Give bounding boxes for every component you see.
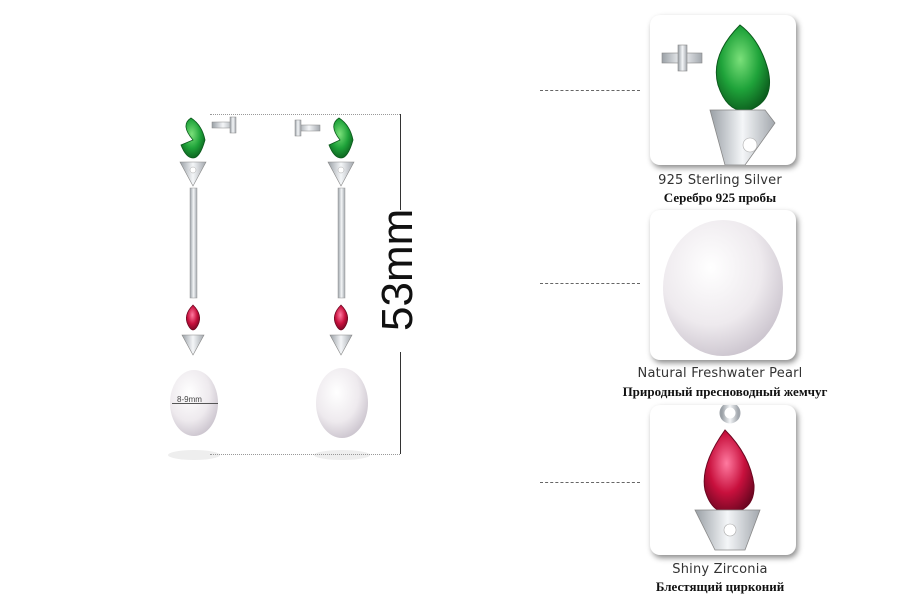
feature-panel-zirconia bbox=[650, 405, 796, 555]
dimension-height-label: 53mm bbox=[373, 208, 422, 331]
leader-line-silver bbox=[540, 90, 640, 91]
dimension-vertical-line-bottom bbox=[400, 352, 401, 454]
feature-name-ru-pearl: Природный пресноводный жемчуг bbox=[622, 384, 828, 399]
feature-name-en-pearl: Natural Freshwater Pearl bbox=[637, 366, 803, 381]
right-earring bbox=[294, 117, 370, 460]
left-earring bbox=[168, 116, 237, 460]
pearl-size-label: 8-9mm bbox=[177, 395, 202, 404]
dimension-vertical-line-top bbox=[400, 114, 401, 210]
pearl-icon bbox=[663, 220, 783, 356]
earrings-product-image bbox=[168, 116, 370, 460]
feature-name-ru-zirconia: Блестящий цирконий bbox=[655, 579, 785, 594]
pearl-size-line bbox=[172, 403, 218, 404]
emerald-stud-icon bbox=[661, 24, 776, 165]
dimension-top-line bbox=[210, 114, 400, 115]
dimension-bottom-line bbox=[210, 454, 400, 455]
feature-name-ru-silver: Серебро 925 пробы bbox=[663, 190, 777, 205]
ruby-zirconia-icon bbox=[694, 405, 761, 551]
leader-line-pearl bbox=[540, 283, 640, 284]
feature-name-en-zirconia: Shiny Zirconia bbox=[672, 562, 768, 577]
leader-line-zirconia bbox=[540, 482, 640, 483]
feature-panel-silver bbox=[650, 15, 796, 165]
feature-panel-pearl bbox=[650, 210, 796, 360]
feature-name-en-silver: 925 Sterling Silver bbox=[658, 173, 782, 188]
